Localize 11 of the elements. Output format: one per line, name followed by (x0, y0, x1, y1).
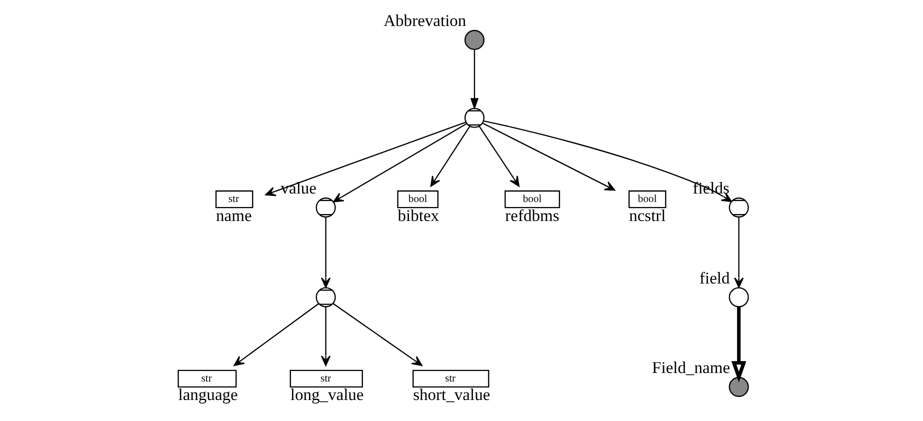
node-label: Abbrevation (384, 11, 466, 30)
node-label: short_value (413, 385, 490, 404)
node-label: refdbms (505, 206, 560, 225)
node-label: long_value (290, 385, 364, 404)
node-label: ncstrl (629, 206, 666, 225)
node-label: field (700, 268, 730, 288)
node-label: bibtex (398, 206, 440, 225)
node-label: name (216, 206, 252, 225)
node-label: value (280, 178, 317, 198)
node-label: Field_name (652, 358, 730, 378)
node-label: language (178, 385, 238, 404)
